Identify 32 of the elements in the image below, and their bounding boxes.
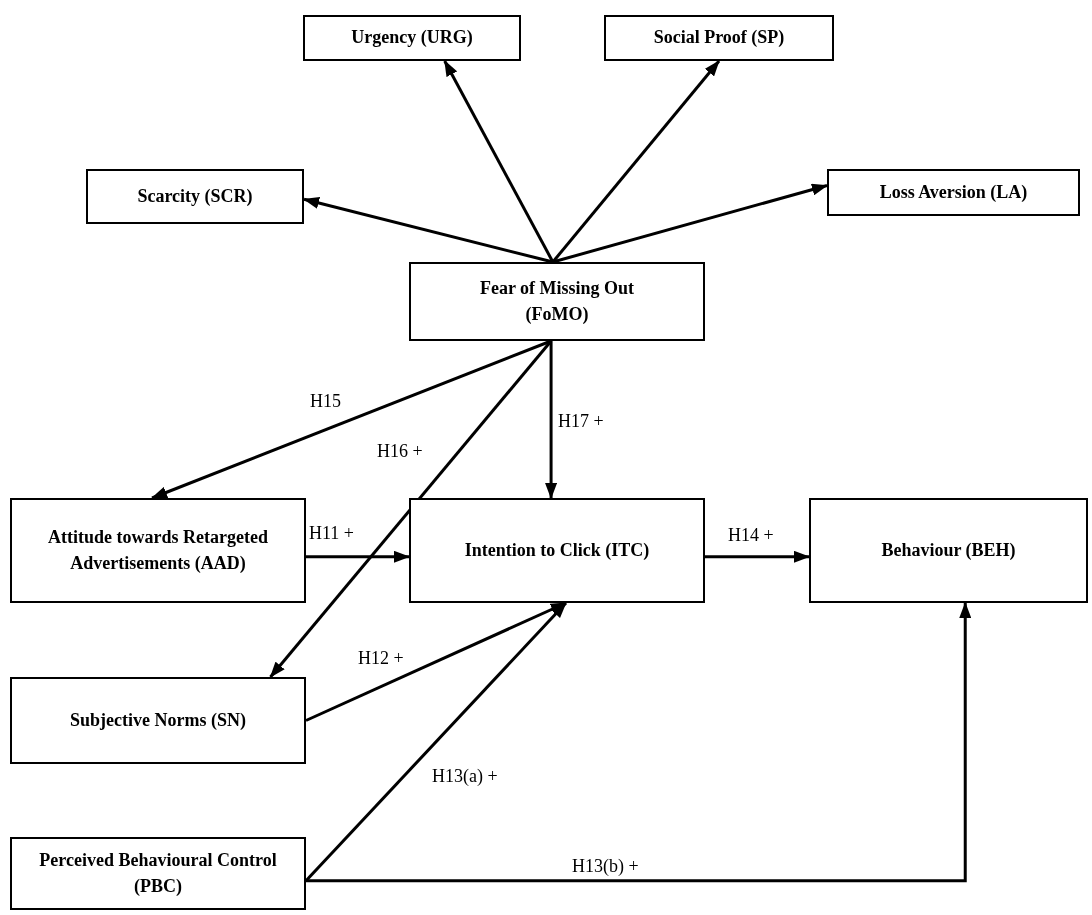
construct-name: Loss Aversion (LA) bbox=[879, 180, 1028, 204]
arrow bbox=[705, 550, 810, 563]
arrow bbox=[552, 183, 828, 264]
arrow bbox=[306, 602, 972, 883]
construct-box bbox=[409, 498, 705, 603]
edge-label: H13(a) + bbox=[432, 767, 498, 787]
arrow bbox=[306, 550, 410, 563]
arrow bbox=[303, 197, 554, 264]
construct-name: Fear of Missing Out (FoMO) bbox=[478, 277, 636, 326]
construct-name: Intention to Click (ITC) bbox=[464, 538, 650, 562]
construct-name: Social Proof (SP) bbox=[653, 26, 785, 50]
arrow bbox=[269, 340, 553, 678]
construct-name: Scarcity (SCR) bbox=[137, 184, 253, 208]
arrow bbox=[443, 60, 555, 263]
construct-name: Subjective Norms (SN) bbox=[70, 708, 246, 732]
construct-box bbox=[10, 677, 306, 764]
construct-box bbox=[10, 498, 306, 603]
construct-box bbox=[809, 498, 1088, 603]
arrow bbox=[151, 339, 552, 500]
construct-box bbox=[303, 15, 521, 61]
arrow bbox=[551, 60, 721, 263]
construct-box bbox=[10, 837, 306, 910]
construct-box bbox=[409, 262, 705, 341]
construct-name: Perceived Behavioural Control (PBC) bbox=[38, 849, 278, 898]
construct-box bbox=[86, 169, 304, 224]
edge-label: H13(b) + bbox=[572, 857, 639, 877]
arrow bbox=[545, 341, 558, 499]
construct-name: Attitude towards Retargeted Advertisements (AAD) bbox=[47, 526, 269, 575]
construct-name: Behaviour (BEH) bbox=[881, 538, 1016, 562]
construct-box bbox=[827, 169, 1080, 216]
construct-name: Urgency (URG) bbox=[351, 26, 473, 50]
construct-box bbox=[604, 15, 834, 61]
